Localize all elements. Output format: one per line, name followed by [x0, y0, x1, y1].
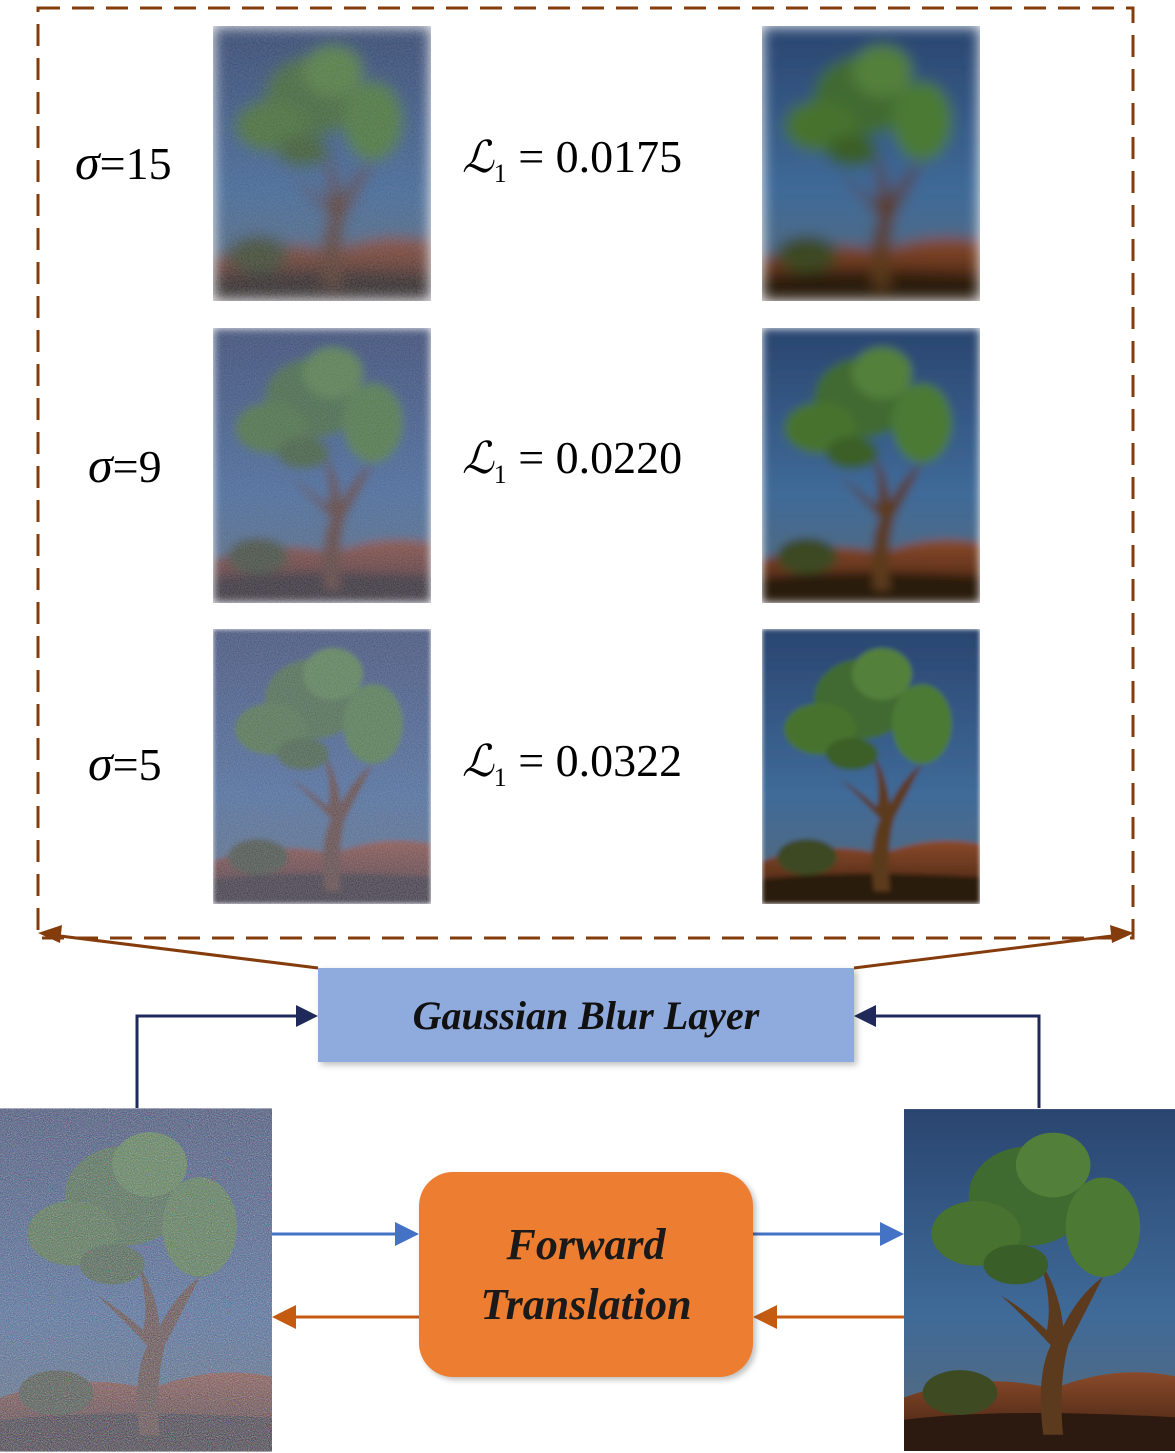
loss-value: = 0.0220: [506, 432, 683, 483]
loss-symbol: ℒ: [462, 132, 494, 183]
sigma-value: =9: [112, 441, 162, 492]
arrowhead-right-corner: [1110, 925, 1134, 943]
arrowhead-forward-to-noisy: [272, 1305, 296, 1329]
loss-subscript: 1: [493, 159, 507, 188]
gaussian-blur-layer-label: Gaussian Blur Layer: [412, 992, 760, 1038]
forward-translation-box: Forward Translation: [419, 1172, 753, 1377]
sigma-label-3: σ=5: [88, 734, 162, 792]
arrowhead-noisy-to-blur: [296, 1005, 318, 1027]
input-blur-image-2: [213, 328, 431, 603]
loss-label-3: ℒ1 = 0.0322: [462, 734, 682, 793]
input-blur-image-3: [213, 629, 431, 904]
sigma-label-2: σ=9: [88, 436, 162, 494]
loss-symbol: ℒ: [462, 736, 494, 787]
arrowhead-forward-to-clean: [880, 1222, 904, 1246]
forward-label-line2: Translation: [480, 1279, 692, 1329]
arrowhead-noisy-to-forward: [395, 1222, 419, 1246]
sigma-value: =15: [99, 138, 172, 189]
loss-value: = 0.0322: [506, 735, 683, 786]
noisy-input-image: [0, 1108, 272, 1452]
target-blur-image-1: [762, 26, 980, 301]
loss-subscript: 1: [493, 763, 507, 792]
loss-label-2: ℒ1 = 0.0220: [462, 431, 682, 490]
target-blur-image-3: [762, 629, 980, 904]
loss-value: = 0.0175: [506, 131, 683, 182]
arrow-blur-to-left-corner: [51, 933, 319, 970]
loss-label-1: ℒ1 = 0.0175: [462, 130, 682, 189]
forward-label-line1: Forward: [506, 1219, 666, 1269]
loss-subscript: 1: [493, 460, 507, 489]
input-blur-image-1: [213, 26, 431, 301]
sigma-label-1: σ=15: [75, 133, 172, 191]
sigma-symbol: σ: [88, 735, 113, 791]
clean-target-image: [904, 1109, 1175, 1451]
arrow-clean-to-blur: [872, 1014, 1041, 1108]
arrowhead-clean-to-forward: [753, 1305, 777, 1329]
arrowhead-clean-to-blur: [854, 1005, 876, 1027]
sigma-symbol: σ: [88, 437, 113, 493]
sigma-value: =5: [112, 739, 162, 790]
arrowhead-left-corner: [38, 925, 62, 943]
arrow-blur-to-right-corner: [853, 933, 1121, 970]
gaussian-blur-layer-box: Gaussian Blur Layer: [318, 968, 854, 1062]
arrow-noisy-to-blur: [135, 1014, 300, 1108]
target-blur-image-2: [762, 328, 980, 603]
sigma-symbol: σ: [75, 134, 100, 190]
loss-symbol: ℒ: [462, 433, 494, 484]
dashed-frame: [36, 6, 1135, 940]
